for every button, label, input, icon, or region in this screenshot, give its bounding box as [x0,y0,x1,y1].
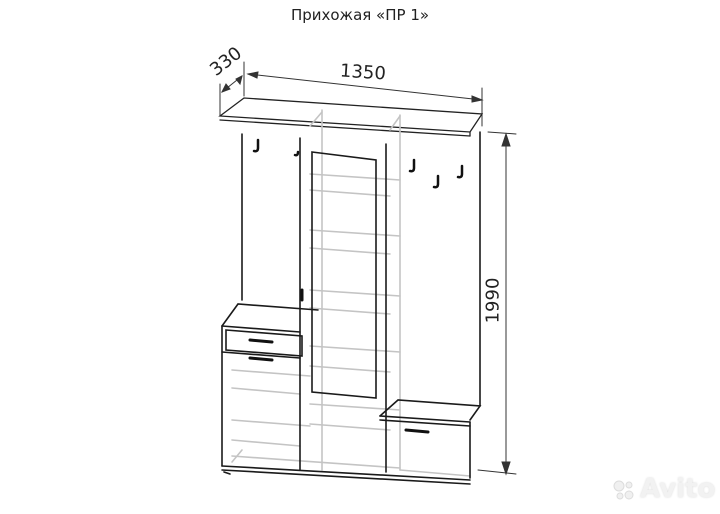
height-dimension-label: 1990 [482,277,504,324]
top-shelf [218,97,484,137]
width-dimension-label: 1350 [339,60,387,85]
main-body [221,131,482,485]
inner-frame [231,109,471,477]
handles [248,288,430,434]
avito-logo-icon [613,480,634,500]
watermark-text: Avito [640,474,716,504]
coat-hooks [252,138,464,189]
dimension-lines [219,61,517,476]
drawing-title: Прихожая «ПР 1» [290,6,430,24]
